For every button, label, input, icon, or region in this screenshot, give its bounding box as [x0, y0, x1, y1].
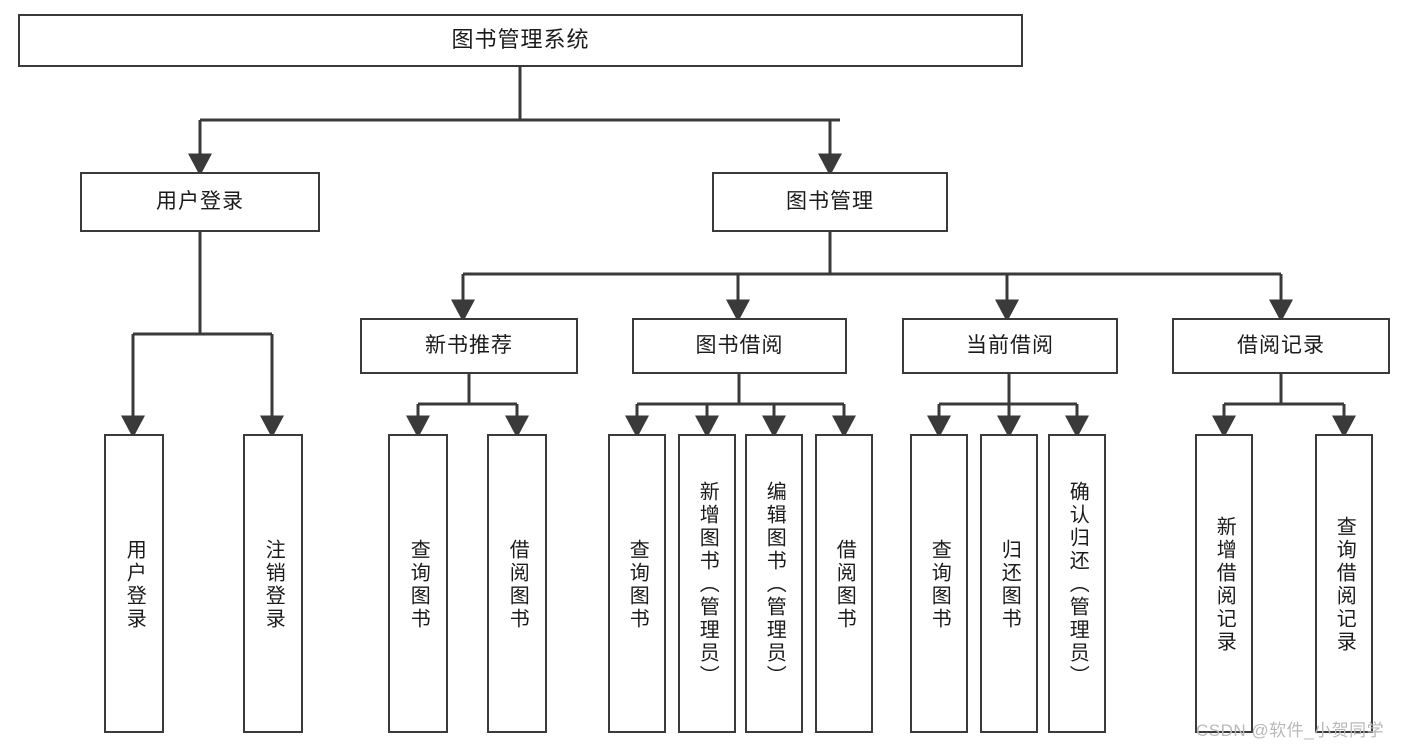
node-leaf-edit-book-label: 编辑图书（管理员） [763, 481, 786, 688]
node-leaf-return-book-label: 归还图书 [998, 538, 1021, 631]
node-leaf-query-record-label: 查询借阅记录 [1333, 515, 1356, 654]
node-leaf-query-book-2-label: 查询图书 [626, 538, 649, 631]
node-book-borrow-label: 图书借阅 [695, 334, 784, 358]
node-book-manage-label: 图书管理 [786, 190, 874, 214]
node-leaf-query-record[interactable]: 查询借阅记录 [1315, 434, 1373, 733]
node-leaf-return-book[interactable]: 归还图书 [980, 434, 1038, 733]
node-new-book-rec[interactable]: 新书推荐 [360, 318, 578, 374]
node-root-label: 图书管理系统 [451, 27, 590, 53]
node-leaf-user-logout[interactable]: 注销登录 [243, 434, 303, 733]
node-current-borrow[interactable]: 当前借阅 [902, 318, 1118, 374]
node-current-borrow-label: 当前借阅 [966, 334, 1054, 358]
node-leaf-add-record-label: 新增借阅记录 [1213, 515, 1236, 654]
node-leaf-query-book-3[interactable]: 查询图书 [910, 434, 968, 733]
node-leaf-user-login-label: 用户登录 [123, 538, 146, 631]
node-leaf-add-book[interactable]: 新增图书（管理员） [678, 434, 736, 733]
node-leaf-confirm-return-label: 确认归还（管理员） [1066, 481, 1089, 688]
node-leaf-edit-book[interactable]: 编辑图书（管理员） [745, 434, 803, 733]
node-leaf-query-book-1-label: 查询图书 [407, 538, 430, 631]
node-user-login[interactable]: 用户登录 [80, 172, 320, 232]
node-leaf-add-book-label: 新增图书（管理员） [696, 481, 719, 688]
node-leaf-borrow-book-2-label: 借阅图书 [833, 538, 856, 631]
node-leaf-add-record[interactable]: 新增借阅记录 [1195, 434, 1253, 733]
node-leaf-user-logout-label: 注销登录 [262, 538, 285, 631]
node-leaf-borrow-book-2[interactable]: 借阅图书 [815, 434, 873, 733]
node-leaf-query-book-1[interactable]: 查询图书 [388, 434, 448, 733]
node-borrow-record[interactable]: 借阅记录 [1172, 318, 1390, 374]
node-root[interactable]: 图书管理系统 [18, 14, 1023, 67]
node-leaf-user-login[interactable]: 用户登录 [104, 434, 164, 733]
node-leaf-borrow-book-1-label: 借阅图书 [506, 538, 529, 631]
node-leaf-query-book-3-label: 查询图书 [928, 538, 951, 631]
node-leaf-borrow-book-1[interactable]: 借阅图书 [487, 434, 547, 733]
node-user-login-label: 用户登录 [156, 190, 244, 214]
node-new-book-rec-label: 新书推荐 [425, 334, 513, 358]
node-leaf-query-book-2[interactable]: 查询图书 [608, 434, 666, 733]
node-borrow-record-label: 借阅记录 [1237, 334, 1325, 358]
watermark: CSDN @软件_小贺同学 [1196, 721, 1385, 740]
node-book-borrow[interactable]: 图书借阅 [632, 318, 847, 374]
node-leaf-confirm-return[interactable]: 确认归还（管理员） [1048, 434, 1106, 733]
node-book-manage[interactable]: 图书管理 [712, 172, 948, 232]
